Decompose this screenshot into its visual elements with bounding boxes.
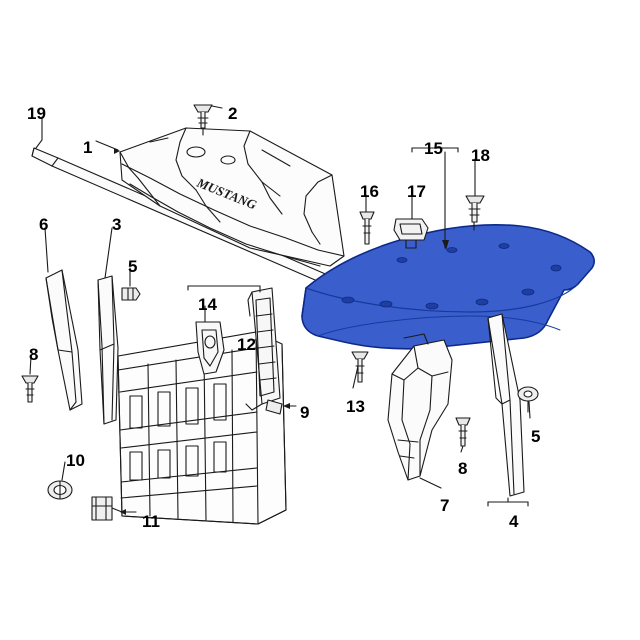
part-highlighted-15	[301, 224, 595, 350]
part-reservoir-7	[387, 333, 453, 481]
part-stud-16	[359, 211, 375, 245]
callout-3: 3	[112, 215, 122, 234]
part-push-pin-18	[465, 195, 485, 231]
callout-9: 9	[300, 403, 310, 422]
callout-8-left: 8	[29, 345, 39, 364]
part-grille-upper-panel	[119, 127, 345, 267]
part-bracket-14	[195, 321, 225, 375]
callout-6: 6	[39, 215, 49, 234]
callout-10: 10	[66, 451, 85, 470]
callout-19: 19	[27, 104, 46, 123]
part-right-side-rail-4	[487, 313, 525, 497]
part-left-inner-brace-3	[97, 275, 119, 425]
callout-8-bottom: 8	[458, 459, 468, 478]
callout-18: 18	[471, 146, 490, 165]
callout-1: 1	[83, 138, 93, 157]
part-grommet-10	[47, 480, 73, 500]
part-connector-strip-12	[245, 287, 281, 411]
part-small-clip-9	[265, 399, 283, 415]
part-clip-5-left	[121, 287, 141, 301]
callout-4: 4	[509, 512, 519, 531]
part-stud-8-bottom	[455, 417, 471, 447]
callout-11: 11	[142, 512, 160, 531]
part-push-pin-clip-2	[193, 104, 213, 136]
callout-5-right: 5	[531, 427, 541, 446]
callout-7: 7	[440, 496, 450, 515]
callout-12: 12	[237, 335, 256, 354]
callout-16: 16	[360, 182, 379, 201]
callout-15: 15	[424, 139, 443, 158]
callout-5-left: 5	[128, 257, 138, 276]
part-stud-8-left	[21, 375, 39, 403]
callout-14: 14	[198, 295, 217, 314]
part-bracket-17	[393, 218, 429, 249]
leader-lines	[29, 105, 531, 515]
part-radiator-support-assembly	[117, 331, 287, 525]
part-clip-5-right	[517, 386, 539, 413]
part-bolt-13	[351, 351, 369, 383]
callout-17: 17	[407, 182, 426, 201]
part-retainer-11	[91, 496, 123, 521]
callout-13: 13	[346, 397, 365, 416]
part-left-side-bracket-6	[45, 269, 83, 411]
callout-2: 2	[228, 104, 238, 123]
